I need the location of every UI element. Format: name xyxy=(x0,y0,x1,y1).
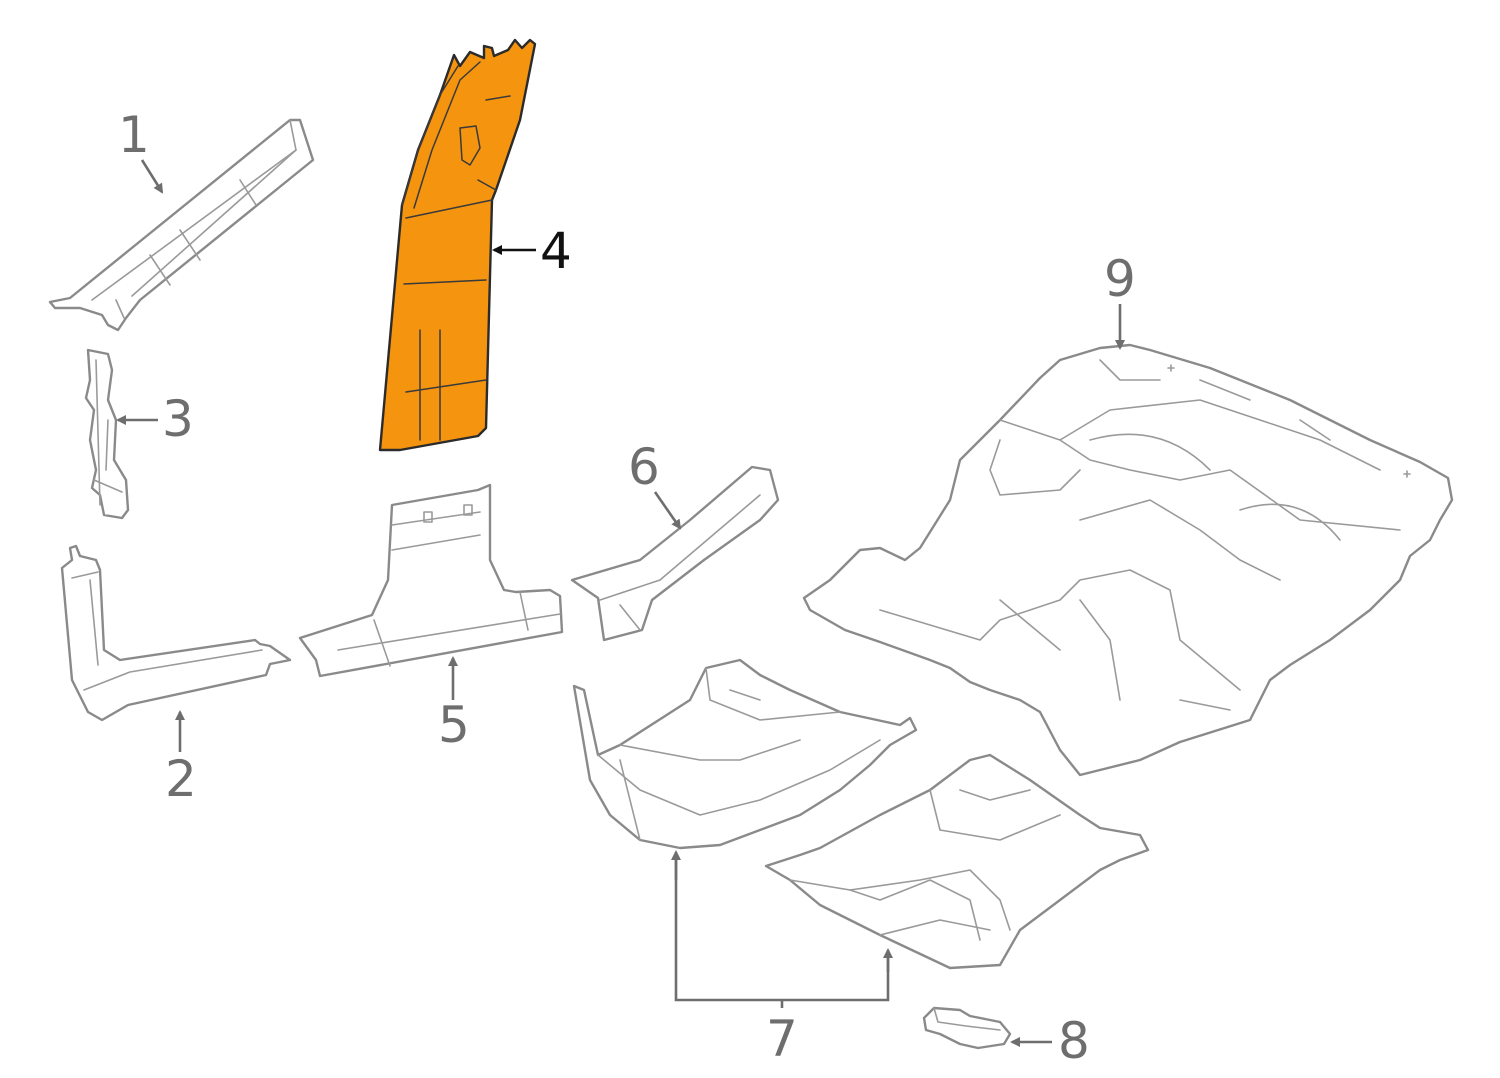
part-7-front-floor-mats xyxy=(572,658,1150,970)
callout-3: 3 xyxy=(162,390,194,448)
callout-7: 7 xyxy=(766,1010,798,1068)
part-2-sill-trim xyxy=(60,544,292,722)
callout-6: 6 xyxy=(628,438,660,496)
part-9-floor-carpet xyxy=(802,343,1454,777)
callout-5: 5 xyxy=(438,696,470,754)
part-1-a-pillar-trim xyxy=(48,118,315,332)
part-4-fill xyxy=(378,38,537,452)
part-5-b-pillar-lower-trim xyxy=(298,483,564,678)
part-4-b-pillar-upper-trim xyxy=(378,38,537,452)
callout-1: 1 xyxy=(118,106,150,164)
leader-6 xyxy=(653,491,682,530)
callout-8: 8 xyxy=(1058,1012,1090,1070)
leader-1 xyxy=(140,159,164,194)
callout-9: 9 xyxy=(1104,250,1136,308)
part-6-scuff-plate xyxy=(570,465,780,642)
part-3-bracket xyxy=(84,348,130,520)
part-8-clip xyxy=(922,1006,1012,1050)
callout-2: 2 xyxy=(165,750,197,808)
callout-4: 4 xyxy=(540,222,572,280)
leader-lines xyxy=(116,159,1125,1047)
callout-labels: 1 2 3 4 5 6 7 8 9 xyxy=(118,106,1136,1070)
